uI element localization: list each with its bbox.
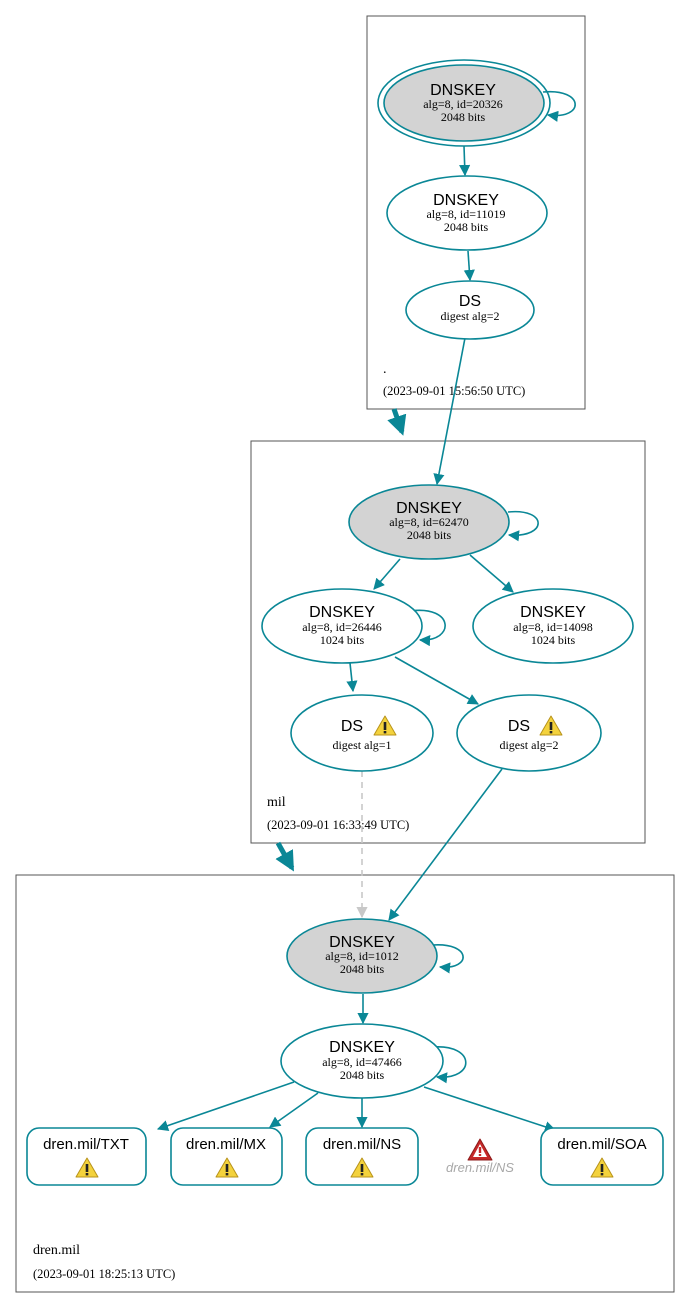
node-mil-ds2-title: DS — [508, 718, 530, 735]
warning-icon — [215, 1157, 239, 1178]
edge-mil-zsk1-self — [409, 609, 446, 647]
node-mil-zsk1-line1: alg=8, id=26446 — [302, 620, 382, 634]
node-dren-ksk-line1: alg=8, id=1012 — [325, 949, 399, 963]
edge-dren-ksk-self — [431, 944, 464, 974]
rrset-dren-mil-ns[interactable]: dren.mil/NS — [305, 1127, 419, 1186]
edge-root-ds-to-mil-ksk — [433, 337, 466, 486]
warning-icon — [75, 1157, 99, 1178]
warning-icon — [350, 1157, 374, 1178]
node-root-ksk-line2: 2048 bits — [441, 110, 486, 124]
zone-mil-timestamp: (2023-09-01 16:33:49 UTC) — [267, 818, 409, 832]
node-root-zsk[interactable]: DNSKEY alg=8, id=11019 2048 bits — [386, 175, 548, 251]
zone-dren-timestamp: (2023-09-01 18:25:13 UTC) — [33, 1267, 175, 1281]
node-mil-ds2-line1: digest alg=2 — [499, 738, 558, 752]
zone-mil — [250, 440, 646, 844]
node-mil-ds1-line1: digest alg=1 — [332, 738, 391, 752]
node-mil-zsk1-line2: 1024 bits — [320, 633, 365, 647]
rrset-ns-error-label: dren.mil/NS — [446, 1160, 514, 1175]
node-dren-ksk[interactable]: DNSKEY alg=8, id=1012 2048 bits — [286, 918, 438, 994]
node-root-ksk-line1: alg=8, id=20326 — [423, 97, 503, 111]
rrset-dren-mil-txt[interactable]: dren.mil/TXT — [26, 1127, 147, 1186]
edge-mil-zsk1-to-ds1 — [346, 662, 358, 693]
error-icon — [467, 1138, 493, 1161]
node-mil-ksk-title: DNSKEY — [396, 500, 462, 517]
rrset-dren-mil-ns-error[interactable]: dren.mil/NS — [446, 1138, 514, 1175]
warning-icon — [373, 715, 397, 736]
edge-mil-ksk-to-zsk1 — [373, 558, 401, 590]
rrset-mx-label: dren.mil/MX — [186, 1136, 266, 1153]
zone-dren-name: dren.mil — [33, 1243, 80, 1258]
rrset-dren-mil-mx[interactable]: dren.mil/MX — [170, 1127, 283, 1186]
node-mil-zsk2-line1: alg=8, id=14098 — [513, 620, 593, 634]
warning-icon — [539, 715, 563, 736]
node-mil-ksk-line2: 2048 bits — [407, 528, 452, 542]
node-mil-ds1[interactable]: DS digest alg=1 — [290, 694, 434, 772]
node-mil-ksk[interactable]: DNSKEY alg=8, id=62470 2048 bits — [348, 484, 510, 560]
node-mil-zsk1-title: DNSKEY — [309, 604, 375, 621]
node-dren-zsk-title: DNSKEY — [329, 1039, 395, 1056]
edge-mil-ksk-self — [507, 510, 539, 542]
rrset-dren-mil-soa[interactable]: dren.mil/SOA — [540, 1127, 664, 1186]
zone-dren — [15, 874, 675, 1293]
node-dren-zsk-line2: 2048 bits — [340, 1068, 385, 1082]
node-root-ksk-title: DNSKEY — [430, 82, 496, 99]
node-mil-ds1-title: DS — [341, 718, 363, 735]
node-root-ksk[interactable]: DNSKEY alg=8, id=20326 2048 bits — [377, 59, 551, 147]
node-root-zsk-title: DNSKEY — [433, 192, 499, 209]
node-root-zsk-line1: alg=8, id=11019 — [426, 207, 505, 221]
node-root-ds[interactable]: DS digest alg=2 — [405, 280, 535, 340]
zone-mil-name: mil — [267, 795, 286, 810]
zone-root-name: . — [383, 362, 387, 377]
node-root-ds-line1: digest alg=2 — [440, 309, 499, 323]
edge-mil-ds2-to-dren-ksk — [388, 768, 503, 921]
node-dren-zsk[interactable]: DNSKEY alg=8, id=47466 2048 bits — [280, 1023, 444, 1099]
edge-dren-zsk-to-mx — [269, 1092, 319, 1128]
node-mil-zsk2-title: DNSKEY — [520, 604, 586, 621]
rrset-ns-label: dren.mil/NS — [323, 1136, 401, 1153]
node-mil-zsk2[interactable]: DNSKEY alg=8, id=14098 1024 bits — [472, 588, 634, 664]
rrset-soa-label: dren.mil/SOA — [557, 1136, 646, 1153]
node-mil-zsk2-line2: 1024 bits — [531, 633, 576, 647]
node-root-ds-title: DS — [459, 293, 481, 310]
node-dren-ksk-line2: 2048 bits — [340, 962, 385, 976]
delegation-arrow-mil-to-dren — [275, 841, 295, 872]
edge-dren-zsk-self — [432, 1046, 467, 1084]
node-root-zsk-line2: 2048 bits — [444, 220, 489, 234]
edge-dren-zsk-to-soa — [423, 1086, 557, 1133]
warning-icon — [590, 1157, 614, 1178]
rrset-txt-label: dren.mil/TXT — [43, 1136, 129, 1153]
edge-root-ksk-self — [542, 90, 576, 122]
edge-mil-ksk-to-zsk2 — [469, 554, 514, 593]
edge-root-ksk-to-zsk — [459, 145, 471, 177]
zone-root — [366, 15, 586, 410]
edge-root-zsk-to-ds — [463, 250, 475, 282]
node-mil-ksk-line1: alg=8, id=62470 — [389, 515, 469, 529]
node-mil-ds2[interactable]: DS digest alg=2 — [456, 694, 602, 772]
node-dren-zsk-line1: alg=8, id=47466 — [322, 1055, 402, 1069]
node-mil-zsk1[interactable]: DNSKEY alg=8, id=26446 1024 bits — [261, 588, 423, 664]
edge-mil-zsk1-to-ds2 — [394, 656, 479, 705]
delegation-arrow-root-to-mil — [387, 408, 407, 436]
edge-dren-zsk-to-txt — [156, 1081, 295, 1132]
node-dren-ksk-title: DNSKEY — [329, 934, 395, 951]
